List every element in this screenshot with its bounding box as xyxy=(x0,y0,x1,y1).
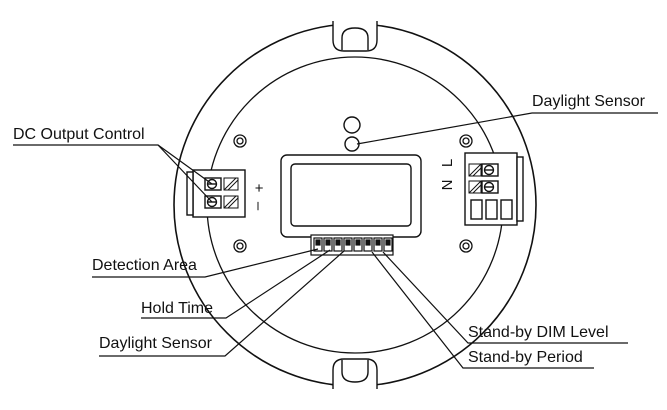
daylight-lens-lower xyxy=(344,136,360,152)
dip-switch-knob-1 xyxy=(315,239,321,246)
leader-lines xyxy=(13,112,658,369)
standby-period-label: Stand-by Period xyxy=(468,349,583,366)
leader-standby-period xyxy=(371,251,594,369)
dc-terminal-block xyxy=(186,169,246,218)
central-module xyxy=(280,154,422,238)
mains-terminal-screw-n xyxy=(481,163,499,177)
daylight-sensor-top-label: Daylight Sensor xyxy=(532,93,645,110)
mains-terminal-rail xyxy=(516,156,524,222)
mains-terminal-openings xyxy=(470,199,513,220)
leader-detection-area xyxy=(92,248,319,278)
detection-area-label: Detection Area xyxy=(92,257,197,274)
dip-switch-knob-5 xyxy=(355,239,361,246)
screw-holes xyxy=(233,134,473,253)
module-outer xyxy=(280,154,422,238)
mains-l-mark: L xyxy=(439,159,456,167)
dc-terminal-hatch xyxy=(223,177,239,209)
dip-switch-knob-4 xyxy=(345,239,351,246)
dc-terminal-housing xyxy=(192,169,246,218)
leader-standby-dim-level xyxy=(382,251,628,344)
standby-dim-level-label: Stand-by DIM Level xyxy=(468,324,609,341)
dc-terminal-rail xyxy=(186,171,194,216)
mounting-tab-bottom xyxy=(332,358,378,389)
dip-switch-knob-3 xyxy=(335,239,341,246)
dc-plus-mark: + xyxy=(250,184,267,193)
hold-time-label: Hold Time xyxy=(141,300,214,317)
mains-n-mark: N xyxy=(439,180,456,191)
screw-hole-top-right xyxy=(459,134,473,148)
leader-dc-output-control-2 xyxy=(157,144,213,203)
daylight-sensor-bottom-label: Daylight Sensor xyxy=(99,335,212,352)
screw-hole-top-left xyxy=(233,134,247,148)
dip-switch-knob-8 xyxy=(385,239,391,246)
dip-switch-knob-7 xyxy=(375,239,381,246)
leader-daylight-sensor-bottom xyxy=(99,250,345,357)
mounting-tab-top xyxy=(332,21,378,52)
mains-terminal-hatch xyxy=(468,163,482,194)
module-inner xyxy=(290,163,412,227)
daylight-sensor-lenses xyxy=(343,116,361,152)
dip-switch-knob-2 xyxy=(325,239,331,246)
dip-switch-bank xyxy=(310,234,394,256)
dip-switch-knob-6 xyxy=(365,239,371,246)
screw-hole-bottom-right xyxy=(459,239,473,253)
leader-hold-time xyxy=(141,249,331,319)
screw-hole-bottom-left xyxy=(233,239,247,253)
dc-minus-mark: – xyxy=(250,202,267,211)
dc-terminal-screw-plus xyxy=(204,177,222,191)
mains-terminal-block xyxy=(464,152,524,226)
mains-terminal-screw-l xyxy=(481,180,499,194)
leader-daylight-sensor-top xyxy=(356,112,658,145)
daylight-lens-upper xyxy=(343,116,361,134)
dc-output-control-label: DC Output Control xyxy=(13,126,145,143)
